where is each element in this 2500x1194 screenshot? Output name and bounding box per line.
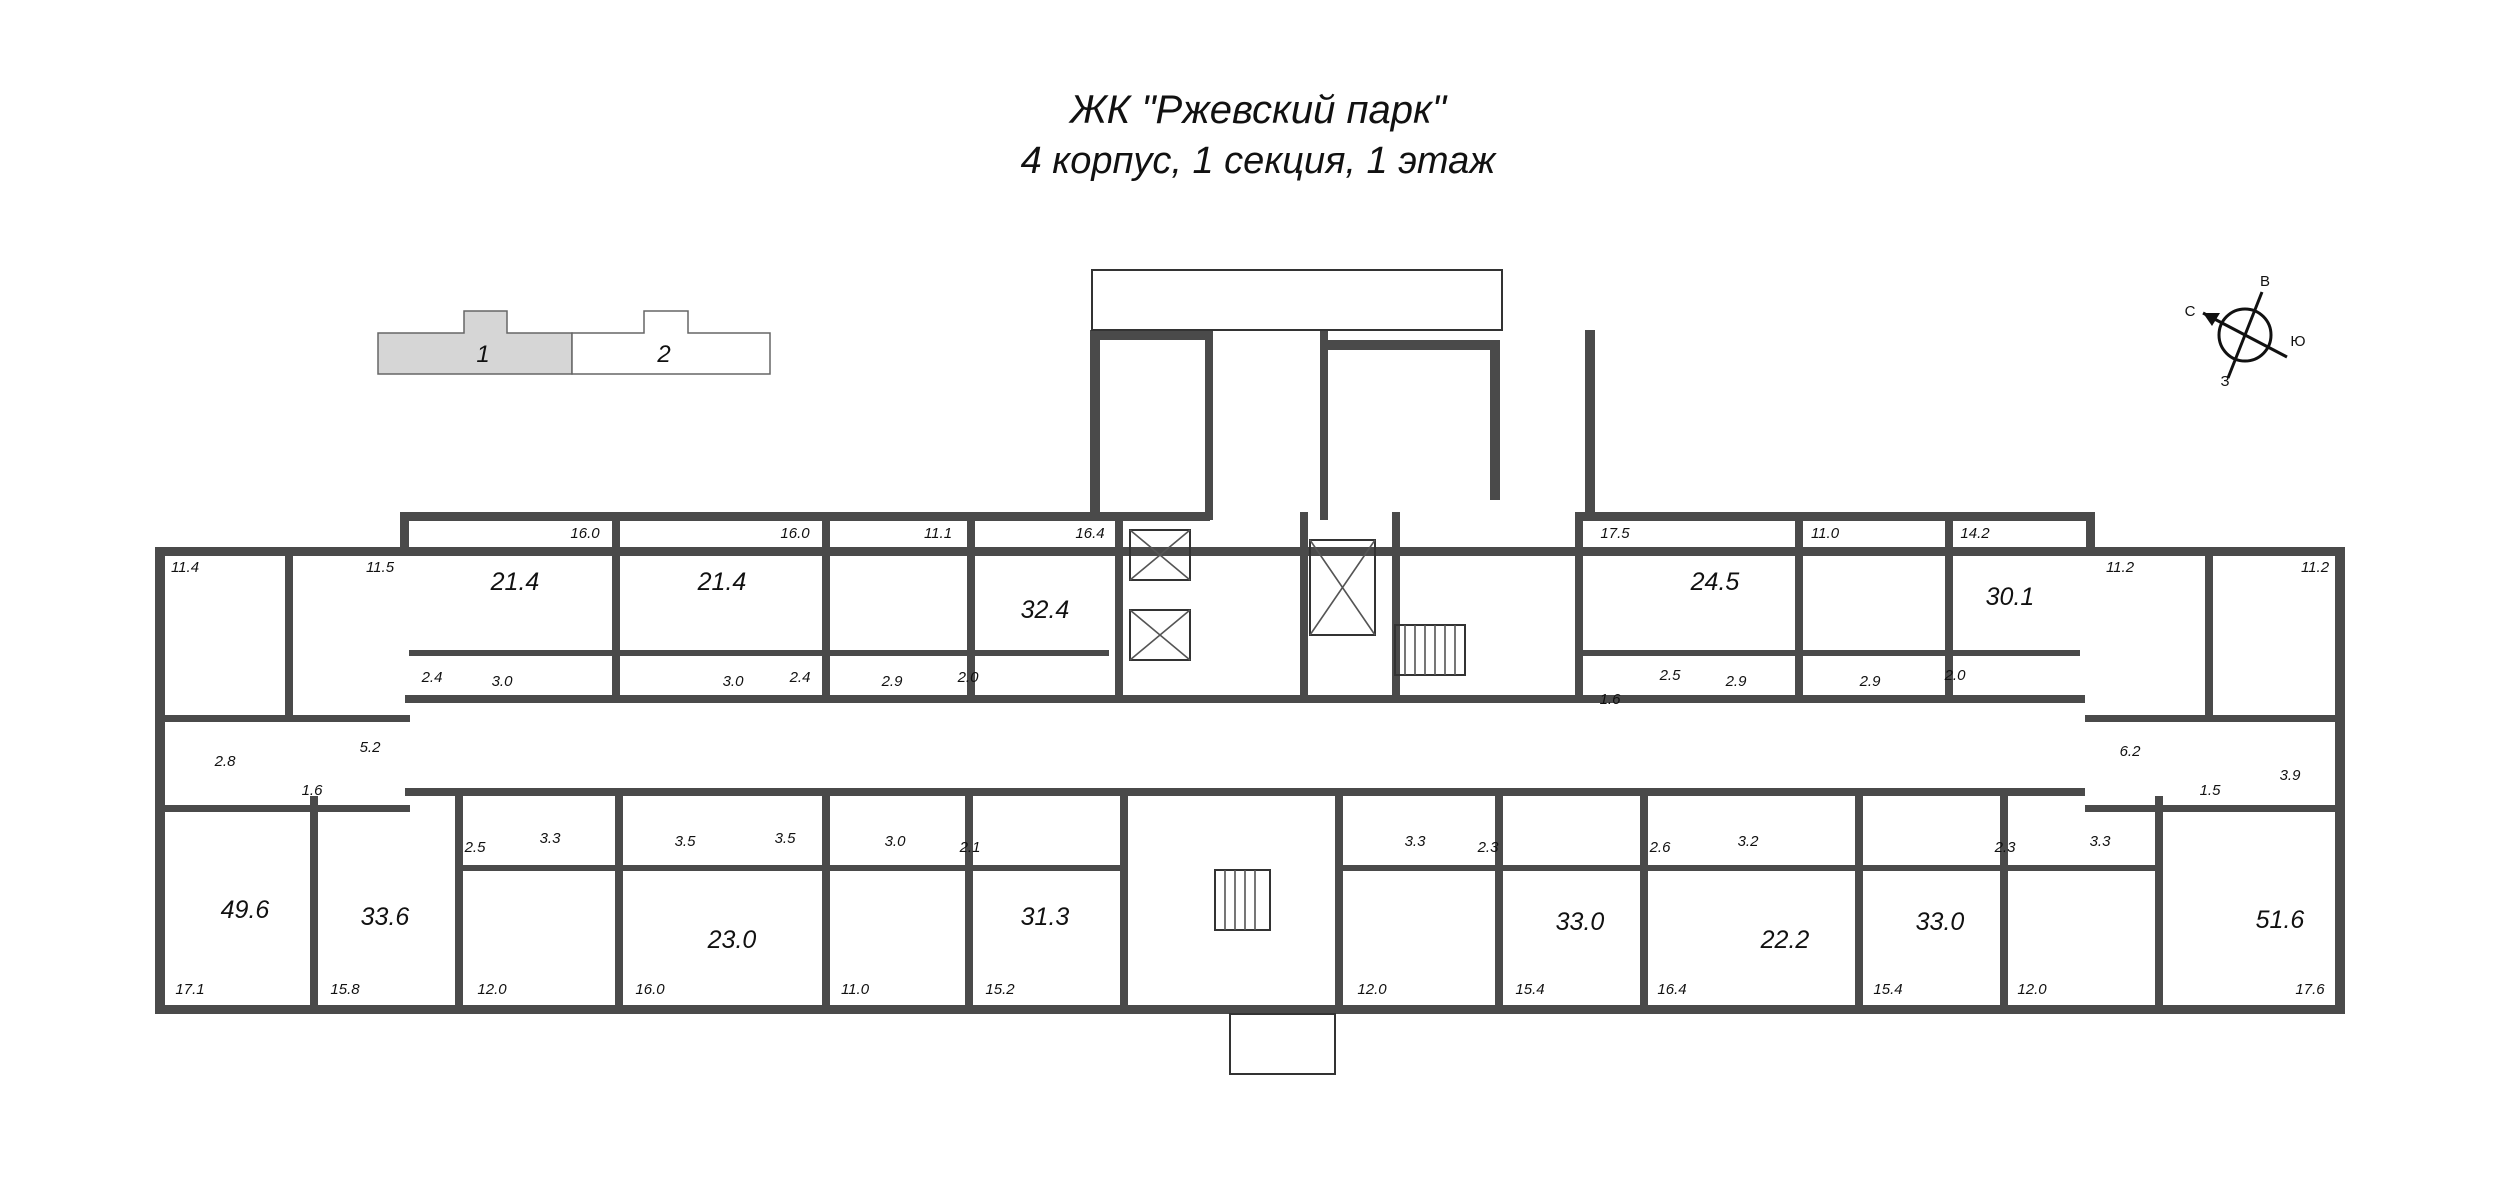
room-area: 2.9 [1725,673,1748,690]
apartment-total-area: 33.0 [1556,908,1605,936]
compass-north: С [2185,303,2196,320]
room-area: 12.0 [2017,981,2047,998]
section-1-button[interactable]: 1 [377,310,573,375]
apartment-total-area: 33.0 [1916,908,1965,936]
room-area: 15.8 [330,981,360,998]
room-area: 2.3 [1477,839,1500,856]
room-area: 5.2 [360,739,382,756]
room-area: 14.2 [1960,525,1990,542]
room-area: 3.9 [2280,767,2302,784]
page-title: ЖК "Ржевский парк" [1068,88,1448,132]
room-area: 2.5 [464,839,487,856]
building-walls [155,269,2345,1075]
room-area: 2.9 [881,673,904,690]
compass: С В Ю З [2185,273,2306,390]
room-labels: 11.4 11.5 16.0 16.0 11.1 16.4 17.5 11.0 … [171,525,2330,998]
room-area: 2.5 [1659,667,1682,684]
compass-axis-ew [2226,291,2264,379]
room-area: 3.3 [2090,833,2112,850]
compass-north-arrow [2203,313,2220,326]
room-area: 11.5 [366,559,395,576]
room-area: 1.6 [1600,691,1622,708]
room-area: 11.2 [2106,559,2135,576]
apartment-total-area: 30.1 [1986,583,2035,611]
room-area: 12.0 [1357,981,1387,998]
compass-west: З [2220,373,2229,390]
room-area: 16.0 [570,525,600,542]
room-area: 15.2 [985,981,1015,998]
section-1-label: 1 [476,341,489,368]
room-area: 2.6 [1649,839,1672,856]
room-area: 11.4 [171,559,199,576]
room-area: 16.4 [1657,981,1686,998]
room-area: 15.4 [1515,981,1544,998]
apartment-total-area: 24.5 [1690,568,1740,596]
compass-east: В [2260,273,2270,290]
apartment-total-area: 49.6 [221,896,270,924]
room-area: 6.2 [2120,743,2142,760]
apartment-total-area: 32.4 [1021,596,1070,624]
apartment-total-area: 22.2 [1760,926,1810,954]
room-area: 3.0 [723,673,745,690]
room-area: 2.0 [957,669,980,686]
room-area: 2.8 [214,753,237,770]
room-area: 2.3 [1994,839,2017,856]
room-area: 11.0 [841,981,870,998]
room-area: 3.5 [775,830,797,847]
compass-ring [2217,307,2273,363]
room-area: 2.1 [959,839,981,856]
room-area: 12.0 [477,981,507,998]
room-area: 2.0 [1944,667,1967,684]
room-area: 17.6 [2295,981,2325,998]
room-area: 16.0 [780,525,810,542]
room-area: 11.1 [924,525,952,542]
room-area: 11.0 [1811,525,1840,542]
apartment-total-area: 23.0 [707,926,757,954]
apartment-total-area: 21.4 [490,568,540,596]
room-area: 1.5 [2200,782,2222,799]
apartment-total-area: 33.6 [361,903,410,931]
room-area: 15.4 [1873,981,1902,998]
room-area: 3.0 [885,833,907,850]
room-area: 3.5 [675,833,697,850]
core-elements [1129,529,1466,931]
room-area: 1.6 [302,782,324,799]
page-subtitle: 4 корпус, 1 секция, 1 этаж [1021,140,1498,182]
section-2-label: 2 [656,341,670,368]
compass-south: Ю [2290,333,2305,350]
room-area: 16.0 [635,981,665,998]
apartment-total-area: 21.4 [697,568,747,596]
room-area: 3.2 [1738,833,1760,850]
apartment-total-area: 51.6 [2256,906,2305,934]
room-area: 17.1 [175,981,204,998]
room-area: 11.2 [2301,559,2330,576]
room-area: 2.4 [421,669,443,686]
section-2-button[interactable]: 2 [571,310,771,375]
apartment-total-area: 31.3 [1021,903,1070,931]
room-area: 2.9 [1859,673,1882,690]
room-area: 3.3 [1405,833,1427,850]
room-area: 16.4 [1075,525,1104,542]
section-selector: 1 2 [377,310,771,375]
room-area: 17.5 [1600,525,1630,542]
room-area: 3.3 [540,830,562,847]
room-area: 3.0 [492,673,514,690]
room-area: 2.4 [789,669,811,686]
